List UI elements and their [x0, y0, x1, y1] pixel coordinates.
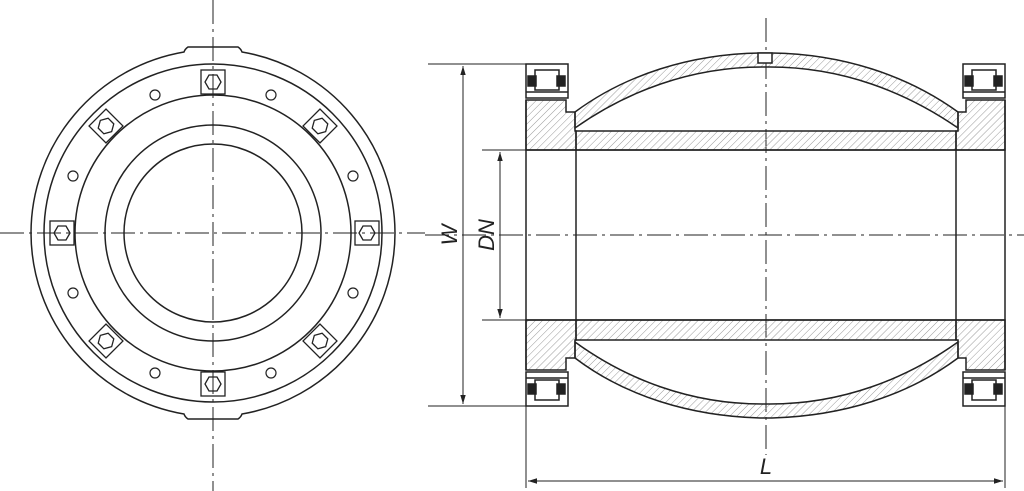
bolt-hole [149, 367, 161, 379]
bolt-hole [265, 367, 277, 379]
clamp-right-bottom [962, 371, 1006, 407]
right-flange-top [955, 99, 1006, 151]
nut-bottom-right [302, 323, 338, 359]
left-flange-top [525, 99, 577, 151]
body-circle [74, 94, 352, 372]
nut-top-right [302, 108, 338, 144]
bore-contour [525, 100, 1006, 370]
nut-top-left [88, 108, 124, 144]
sphere-shell-top [574, 52, 959, 130]
dimension-dn-label: DN [474, 219, 499, 251]
bolt-hole [67, 287, 79, 299]
dimensions [428, 63, 1006, 488]
nut-right [354, 220, 380, 246]
nuts [49, 69, 380, 397]
bolt-hole [265, 89, 277, 101]
nut-bottom-left [88, 323, 124, 359]
nut-top [200, 69, 226, 95]
section-view [425, 18, 1024, 455]
flange-outer-contour [30, 46, 396, 420]
nut-left [49, 220, 75, 246]
top-notch [757, 52, 773, 64]
bolt-hole [347, 287, 359, 299]
bolt-hole [67, 170, 79, 182]
clamp-right-top [962, 63, 1006, 99]
bolt-hole [149, 89, 161, 101]
bolt-holes [67, 89, 359, 379]
right-flange-bottom [955, 319, 1006, 371]
flange-inner-circle [43, 63, 383, 403]
pipe-inner-circle [123, 143, 303, 323]
left-flange-bottom [525, 319, 577, 371]
bolt-hole [347, 170, 359, 182]
sleeve-wall-bottom [575, 319, 957, 341]
sleeve-wall-top [575, 130, 957, 151]
dimension-w-label: W [437, 222, 462, 245]
front-view [0, 0, 425, 491]
nut-bottom [200, 371, 226, 397]
clamp-left-bottom [525, 371, 569, 407]
dimension-l-label: L [760, 454, 772, 479]
pipe-outer-circle [104, 124, 322, 342]
clamp-left-top [525, 63, 569, 99]
